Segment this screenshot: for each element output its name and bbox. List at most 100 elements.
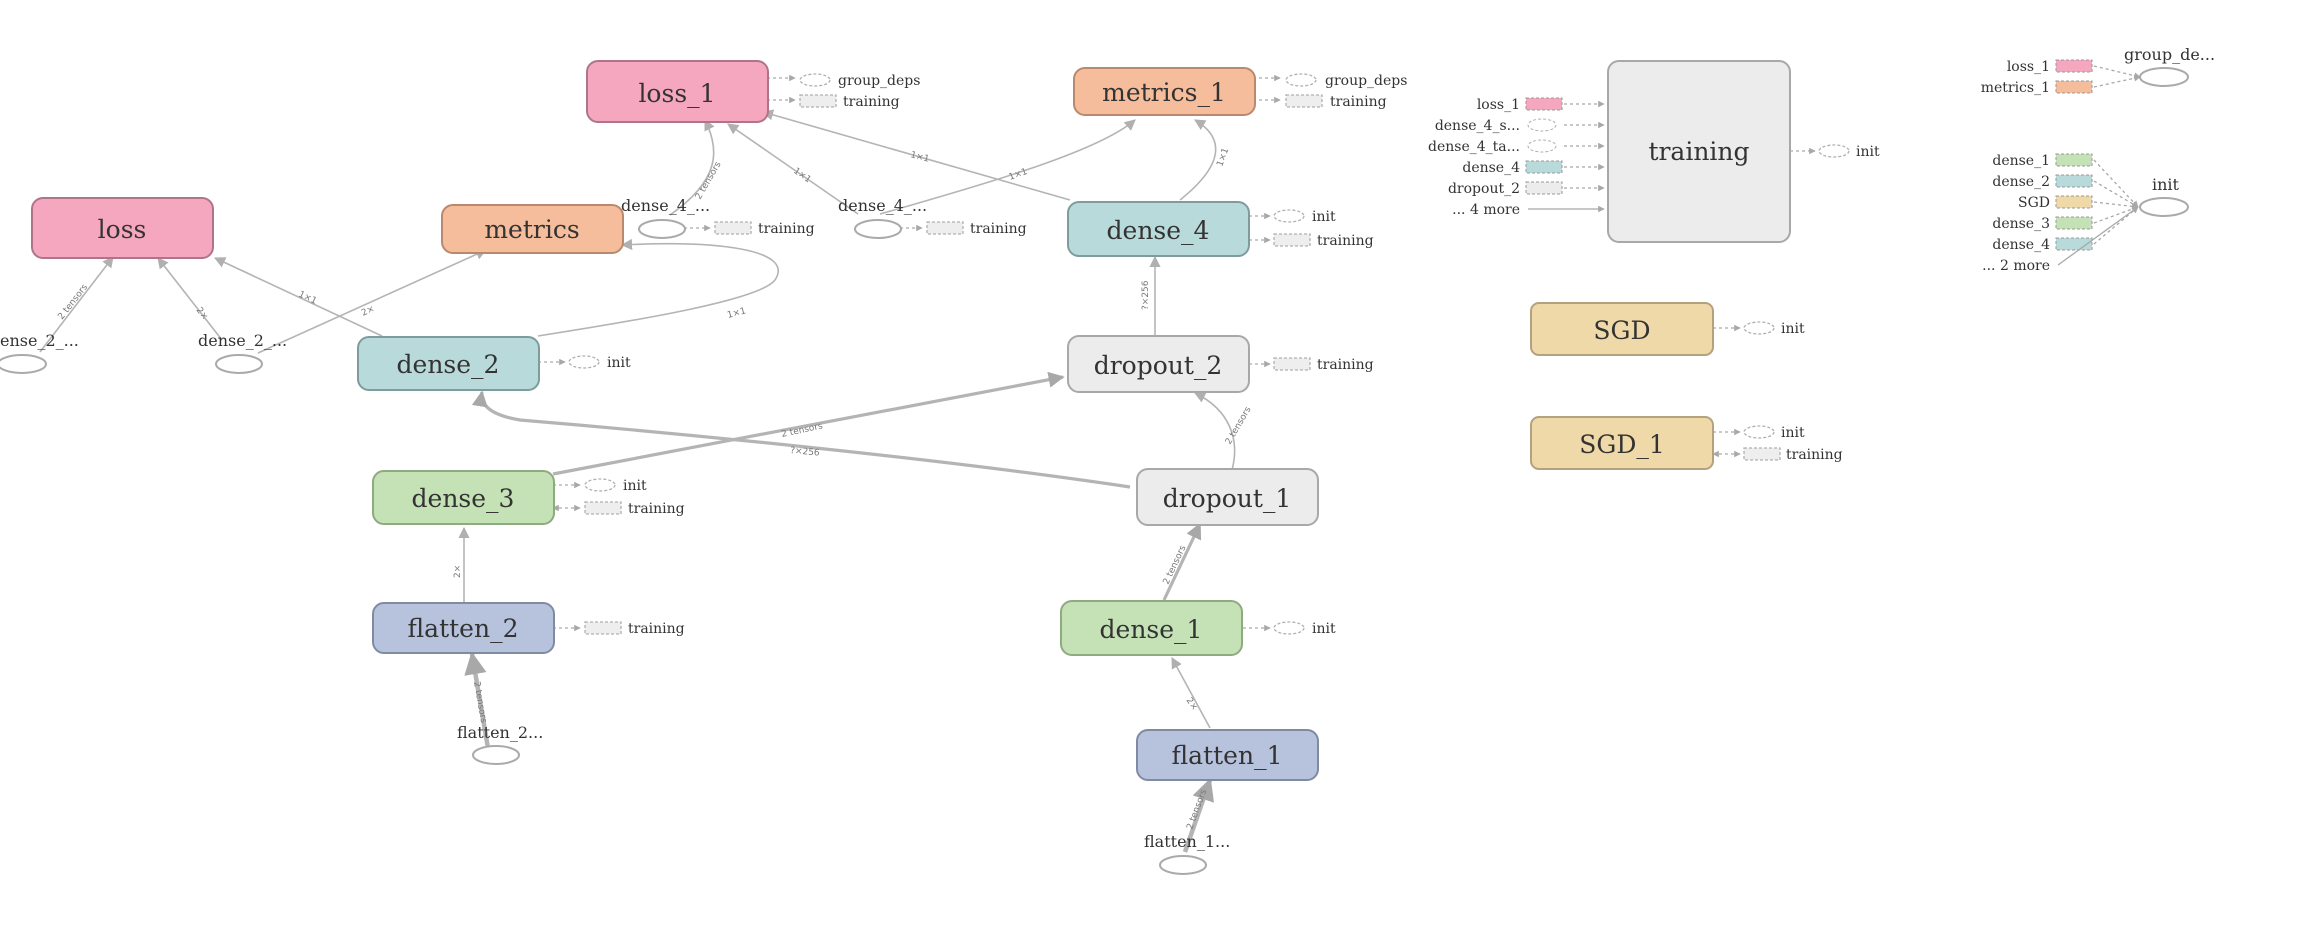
input-edge bbox=[2093, 75, 2141, 88]
node-dropout-1[interactable]: dropout_1 bbox=[1136, 468, 1319, 526]
node-flatten-1[interactable]: flatten_1 bbox=[1136, 729, 1319, 781]
node-dropout-2[interactable]: dropout_2 bbox=[1067, 335, 1250, 393]
aux-label: training bbox=[1317, 233, 1374, 249]
node-dense-4[interactable]: dense_4 bbox=[1067, 201, 1250, 257]
op-nodes bbox=[0, 67, 2189, 875]
op-label: init bbox=[2152, 175, 2180, 194]
input-chip bbox=[2055, 80, 2093, 94]
op-ellipse[interactable] bbox=[1159, 855, 1207, 875]
node-loss-1[interactable]: loss_1 bbox=[586, 60, 769, 123]
input-label: dense_2 bbox=[1992, 174, 2050, 190]
node-label: SGD_1 bbox=[1579, 430, 1665, 459]
input-item[interactable]: dense_4 bbox=[1992, 206, 2139, 253]
input-item[interactable]: dense_4_s... bbox=[1435, 118, 1605, 134]
training-input-list: loss_1 dense_4_s... dense_4_ta... dense_4dr… bbox=[1428, 97, 1605, 218]
input-label: ... 2 more bbox=[1982, 258, 2050, 274]
aux-labels: group_deps training group_deps training … bbox=[607, 73, 1880, 637]
edge-label: 2 tensors bbox=[781, 421, 824, 440]
input-item[interactable]: loss_1 bbox=[2007, 59, 2141, 79]
input-item[interactable]: dense_4 bbox=[1462, 160, 1605, 176]
op-ellipse[interactable] bbox=[0, 354, 47, 374]
aux-label: init bbox=[1312, 209, 1336, 225]
node-label: metrics_1 bbox=[1102, 78, 1226, 107]
node-dense-3[interactable]: dense_3 bbox=[372, 470, 555, 525]
op-ellipse[interactable] bbox=[2139, 67, 2189, 87]
edge-dropout1-dropout2 bbox=[1193, 392, 1236, 471]
main-nodes: loss loss_1 metrics metrics_1 dense_2 de… bbox=[31, 60, 1791, 781]
input-edge bbox=[2093, 65, 2141, 79]
op-ellipse[interactable] bbox=[472, 745, 520, 765]
edge-dense4a-loss1 bbox=[669, 118, 715, 216]
input-label: ... 4 more bbox=[1452, 202, 1520, 218]
aux-label: training bbox=[628, 501, 685, 517]
input-label: dense_4_ta... bbox=[1428, 139, 1520, 155]
input-item[interactable]: dense_2 bbox=[1992, 174, 2139, 208]
node-metrics[interactable]: metrics bbox=[441, 204, 624, 254]
edge-dense3-dropout2 bbox=[552, 371, 1065, 476]
input-item[interactable]: dropout_2 bbox=[1448, 181, 1605, 197]
edge-dense2-loss bbox=[213, 257, 383, 337]
input-edge bbox=[2093, 205, 2139, 224]
node-loss[interactable]: loss bbox=[31, 197, 214, 259]
edge-dense4-metrics1 bbox=[1179, 119, 1217, 201]
edge-flatten1-dense1 bbox=[1171, 657, 1211, 729]
node-sgd[interactable]: SGD bbox=[1530, 302, 1714, 356]
aux-label: training bbox=[970, 221, 1027, 237]
edge-dense1-dropout1 bbox=[1162, 522, 1202, 601]
input-item[interactable]: ... 2 more bbox=[1982, 206, 2139, 274]
input-item[interactable]: ... 4 more bbox=[1452, 202, 1605, 218]
node-sgd-1[interactable]: SGD_1 bbox=[1530, 416, 1714, 470]
aux-label: training bbox=[843, 94, 900, 110]
op-ellipse[interactable] bbox=[2139, 197, 2189, 217]
node-flatten-2[interactable]: flatten_2 bbox=[372, 602, 555, 654]
input-item[interactable]: loss_1 bbox=[1477, 97, 1605, 113]
aux-label: group_deps bbox=[838, 73, 920, 89]
node-metrics-1[interactable]: metrics_1 bbox=[1073, 67, 1256, 116]
input-item[interactable]: SGD bbox=[2018, 195, 2139, 211]
input-item[interactable]: dense_3 bbox=[1992, 205, 2139, 232]
aux-label: init bbox=[623, 478, 647, 494]
aux-label: training bbox=[628, 621, 685, 637]
node-label: loss bbox=[98, 215, 147, 244]
edge-dense2b-loss bbox=[157, 257, 223, 341]
op-ellipse[interactable] bbox=[854, 219, 902, 239]
node-label: SGD bbox=[1593, 316, 1650, 345]
input-item[interactable]: metrics_1 bbox=[1981, 75, 2141, 96]
input-edge bbox=[2057, 206, 2139, 266]
aux-connections bbox=[538, 74, 1816, 632]
edges bbox=[39, 109, 1236, 853]
node-dense-2[interactable]: dense_2 bbox=[357, 336, 540, 391]
node-dense-1[interactable]: dense_1 bbox=[1060, 600, 1243, 656]
edge-label: 2 tensors bbox=[471, 681, 488, 724]
aux-label: training bbox=[758, 221, 815, 237]
aux-nodes bbox=[568, 73, 1850, 635]
node-label: metrics bbox=[484, 215, 579, 244]
edge-dense2a-loss bbox=[39, 256, 114, 353]
node-label: dense_1 bbox=[1100, 615, 1203, 644]
input-chip bbox=[1525, 97, 1563, 111]
node-label: dense_4 bbox=[1107, 216, 1210, 245]
edge-label: 1×1 bbox=[1215, 147, 1231, 168]
op-ellipse[interactable] bbox=[638, 219, 686, 239]
input-chip bbox=[2055, 195, 2093, 209]
aux-label: training bbox=[1317, 357, 1374, 373]
op-label: dense_2_... bbox=[198, 331, 287, 350]
op-label: flatten_2... bbox=[457, 723, 543, 742]
input-chip bbox=[1525, 181, 1563, 195]
input-chip bbox=[1527, 118, 1557, 132]
op-labels: ense_2_... dense_2_... dense_4_... dense… bbox=[0, 45, 2215, 851]
edge-dense4b-metrics1 bbox=[879, 119, 1136, 215]
edge-label: 1×1 bbox=[726, 306, 747, 321]
aux-label: training bbox=[1786, 447, 1843, 463]
input-label: dense_4 bbox=[1462, 160, 1520, 176]
edge-flatten2in-flatten2 bbox=[464, 651, 491, 749]
op-ellipse[interactable] bbox=[215, 354, 263, 374]
input-item[interactable]: dense_1 bbox=[1992, 153, 2139, 208]
aux-label: init bbox=[1312, 621, 1336, 637]
node-training[interactable]: training bbox=[1607, 60, 1791, 243]
input-item[interactable]: dense_4_ta... bbox=[1428, 139, 1605, 155]
input-label: SGD bbox=[2018, 195, 2050, 211]
